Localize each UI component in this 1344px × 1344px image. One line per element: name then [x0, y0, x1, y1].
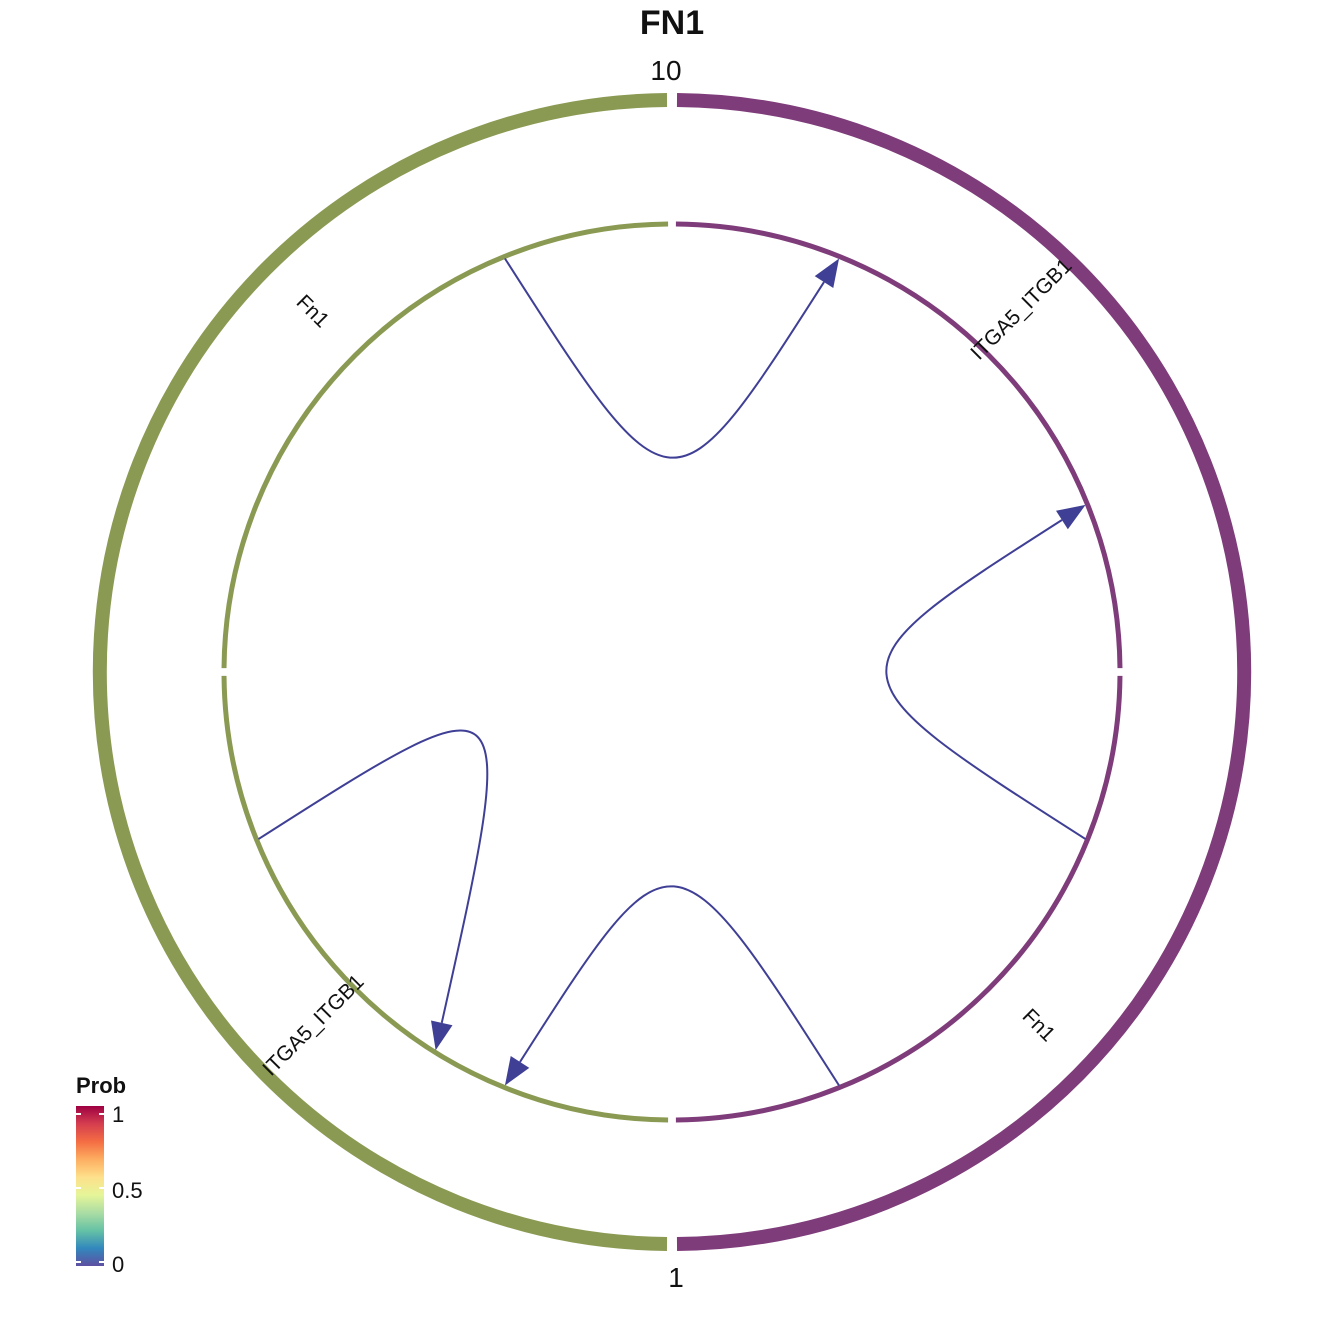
link-layer [257, 257, 1087, 1087]
link-line [519, 885, 840, 1087]
group-label: 1 [668, 1262, 684, 1293]
group-arc [92, 93, 668, 1251]
sector-label: ITGA5_ITGB1 [966, 254, 1076, 364]
legend-colorbar [76, 1106, 104, 1266]
legend-tick-label: 0.5 [112, 1178, 143, 1203]
group-arc [676, 93, 1252, 1251]
link-line [504, 257, 825, 459]
sector-ring [221, 221, 1123, 1123]
sector-arc [221, 675, 669, 1123]
legend-tick-label: 0 [112, 1252, 124, 1277]
legend-tick-label: 1 [112, 1102, 124, 1127]
link-arrowhead [1056, 504, 1086, 530]
prob-legend: Prob 1 0.5 0 [76, 1073, 143, 1277]
link-arrowhead [504, 1056, 530, 1086]
link-arrowhead [814, 258, 840, 288]
link-line [257, 729, 489, 1024]
sector-arc [675, 221, 1123, 669]
sector-arc [221, 221, 669, 669]
sector-arc [675, 675, 1123, 1123]
legend-title: Prob [76, 1073, 126, 1098]
chart-title: FN1 [640, 4, 704, 42]
sector-label: ITGA5_ITGB1 [258, 970, 368, 1080]
link-arrowhead [431, 1020, 453, 1051]
sector-label: Fn1 [1018, 1004, 1060, 1046]
link-line [885, 519, 1087, 840]
sector-label: Fn1 [292, 290, 334, 332]
group-ring [92, 93, 1252, 1251]
group-label: 10 [650, 55, 681, 86]
